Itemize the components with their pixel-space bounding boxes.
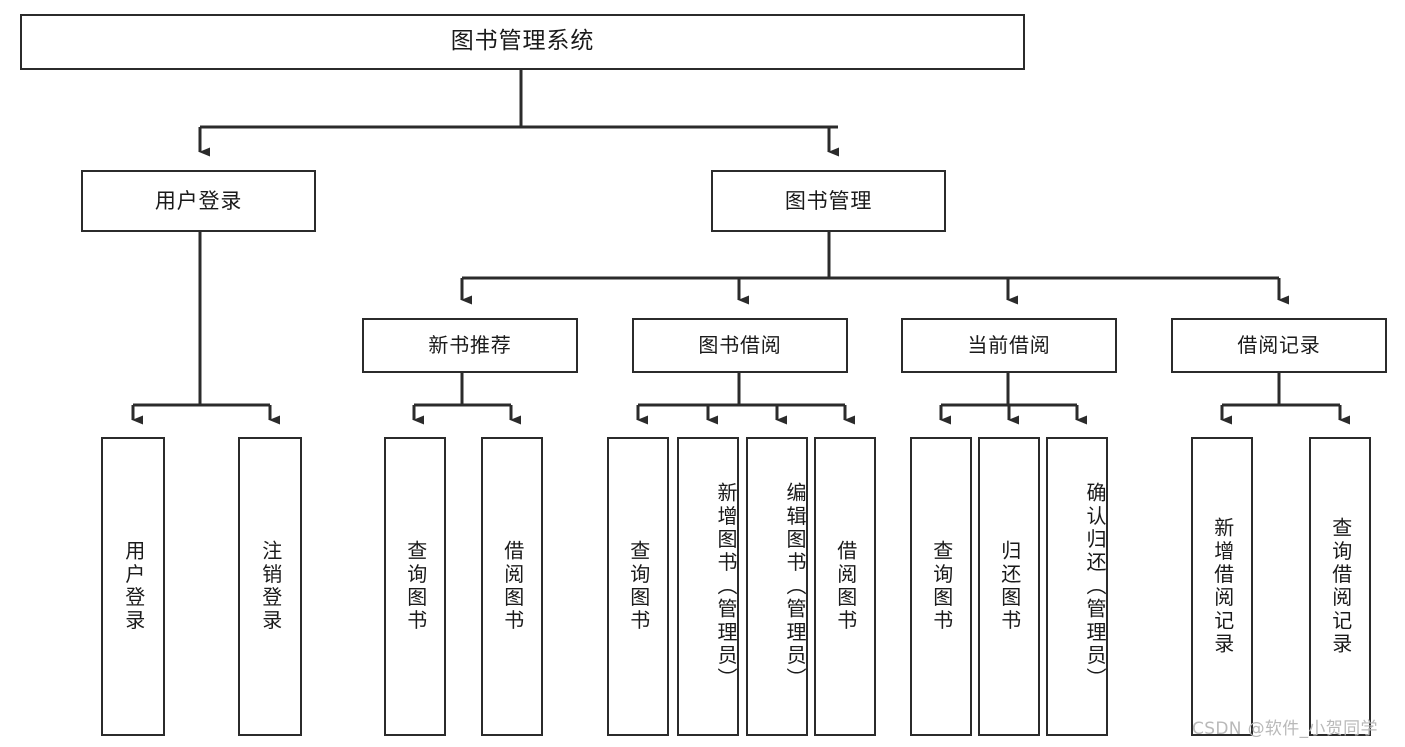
node-leaf-query-book-2[interactable]: 查询图书 [607,437,669,736]
node-leaf-return-book-label: 归还图书 [997,540,1022,633]
node-leaf-borrow-book-2-label: 借阅图书 [833,540,858,633]
node-user-login-label: 用户登录 [154,188,243,213]
node-book-borrow[interactable]: 图书借阅 [632,318,848,373]
node-book-manage-label: 图书管理 [784,188,873,213]
node-current-borrow[interactable]: 当前借阅 [901,318,1117,373]
node-leaf-add-book-label: 新增图书（管理员） [714,482,738,691]
node-book-borrow-label: 图书借阅 [698,332,782,357]
node-root-label: 图书管理系统 [450,28,595,55]
node-root[interactable]: 图书管理系统 [20,14,1025,70]
node-leaf-add-record-label: 新增借阅记录 [1210,516,1235,657]
node-leaf-edit-book[interactable]: 编辑图书（管理员） [746,437,808,736]
node-book-manage[interactable]: 图书管理 [711,170,946,232]
node-leaf-borrow-book-2[interactable]: 借阅图书 [814,437,876,736]
node-leaf-return-book[interactable]: 归还图书 [978,437,1040,736]
node-user-login[interactable]: 用户登录 [81,170,316,232]
node-borrow-record-label: 借阅记录 [1237,332,1321,357]
node-current-borrow-label: 当前借阅 [967,332,1051,357]
node-leaf-query-book-3-label: 查询图书 [929,540,954,633]
node-leaf-logout-label: 注销登录 [258,540,283,633]
node-leaf-add-record[interactable]: 新增借阅记录 [1191,437,1253,736]
node-leaf-edit-book-label: 编辑图书（管理员） [783,482,807,691]
node-leaf-confirm-return-label: 确认归还（管理员） [1083,482,1107,691]
node-leaf-confirm-return[interactable]: 确认归还（管理员） [1046,437,1108,736]
node-leaf-query-record-label: 查询借阅记录 [1328,516,1353,657]
node-new-book-recommend-label: 新书推荐 [428,332,512,357]
node-borrow-record[interactable]: 借阅记录 [1171,318,1387,373]
node-new-book-recommend[interactable]: 新书推荐 [362,318,578,373]
node-leaf-query-book-1[interactable]: 查询图书 [384,437,446,736]
node-leaf-query-record[interactable]: 查询借阅记录 [1309,437,1371,736]
node-leaf-logout[interactable]: 注销登录 [238,437,302,736]
node-leaf-borrow-book-1[interactable]: 借阅图书 [481,437,543,736]
node-leaf-add-book[interactable]: 新增图书（管理员） [677,437,739,736]
node-leaf-query-book-1-label: 查询图书 [403,540,428,633]
node-leaf-borrow-book-1-label: 借阅图书 [500,540,525,633]
node-leaf-query-book-3[interactable]: 查询图书 [910,437,972,736]
node-leaf-user-login-label: 用户登录 [121,540,146,633]
node-leaf-query-book-2-label: 查询图书 [626,540,651,633]
node-leaf-user-login[interactable]: 用户登录 [101,437,165,736]
csdn-watermark: CSDN @软件_小贺同学 [1192,719,1378,739]
